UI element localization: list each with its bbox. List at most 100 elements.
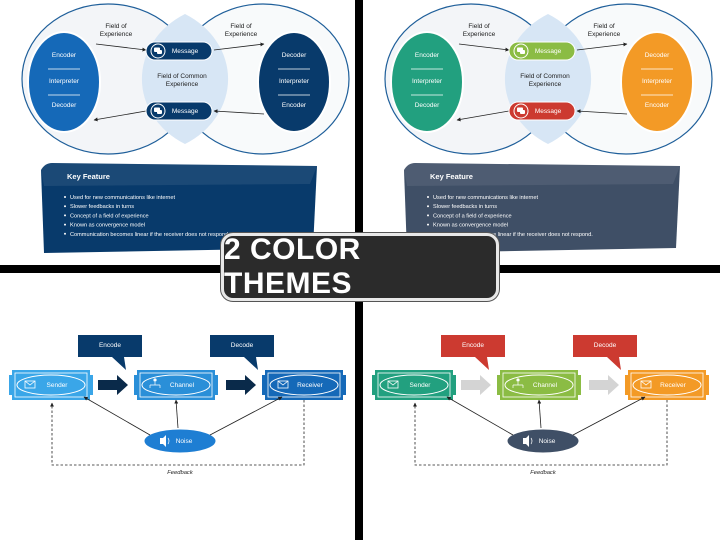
decode-callout-tail [244, 357, 258, 370]
network-icon [516, 378, 520, 382]
chat-bubble-shape [157, 50, 162, 54]
envelope-icon-flap [640, 380, 652, 386]
key-feature-bullet: Communication becomes linear if the rece… [433, 232, 593, 238]
node-frame-inner [14, 372, 88, 398]
node-frame-notch [372, 375, 375, 395]
field-left-line2: Experience [100, 31, 133, 38]
right-item-label: Interpreter [642, 78, 673, 85]
key-feature-panel [404, 163, 680, 253]
bullet-dot [64, 196, 66, 198]
node-frame-notch [625, 375, 628, 395]
arrow-message-to-decoder-return [456, 110, 510, 122]
noise-label: Noise [539, 438, 556, 445]
key-feature-panel-sheen [404, 163, 680, 186]
envelope-icon [387, 380, 399, 389]
noise-arrow-channel [537, 399, 542, 429]
node-frame-notch [497, 375, 500, 395]
bullet-dot [427, 223, 429, 226]
noise-node [506, 428, 580, 454]
key-feature-title: Key Feature [67, 172, 110, 181]
key-feature-bullet: Known as convergence model [70, 223, 145, 229]
flow-arrow-sender-channel [98, 375, 128, 395]
receiver-node-label: Receiver [660, 382, 686, 389]
encode-callout-tail [112, 357, 126, 370]
receiver-node [269, 374, 339, 396]
right-item-label: Encoder [282, 102, 307, 109]
sender-node-label: Sender [410, 382, 432, 389]
feedback-loop [413, 400, 668, 466]
arrow-message-to-decoder [576, 42, 628, 51]
field-right-line2: Experience [588, 31, 621, 38]
encode-callout-label: Encode [99, 342, 121, 349]
feedback-label: Feedback [530, 470, 557, 476]
key-feature-bullet: Concept of a field of experience [433, 213, 512, 219]
network-icon [153, 378, 157, 382]
envelope-icon [24, 380, 36, 389]
arrow-message-to-decoder [213, 42, 265, 51]
node-frame-notch [453, 375, 456, 395]
channel-node [504, 374, 574, 396]
feedback-loop [50, 400, 305, 466]
flow-arrow-sender-channel [461, 375, 491, 395]
node-frame-inner [139, 372, 213, 398]
field-right-line1: Field of [593, 23, 615, 30]
encoder-circle [390, 31, 464, 133]
sender-node [379, 374, 449, 396]
bullet-dot [427, 205, 429, 208]
node-frame-inner [377, 372, 451, 398]
network-icon-lines [512, 382, 524, 388]
field-right-line2: Experience [225, 31, 258, 38]
node-frame-notch [90, 375, 93, 395]
field-left-line1: Field of [468, 23, 490, 30]
bullet-dot [64, 205, 66, 208]
color-themes-banner: 2 COLOR THEMES [221, 233, 499, 301]
key-feature-bullet: Known as convergence model [433, 223, 508, 229]
noise-arrow-channel [174, 399, 179, 429]
left-item-label: Encoder [415, 52, 440, 59]
message-label: Message [535, 48, 562, 55]
feedback-label: Feedback [167, 470, 194, 476]
key-feature-panel [41, 163, 317, 253]
right-item-label: Interpreter [279, 78, 310, 85]
encode-callout [78, 335, 142, 357]
message-label: Message [535, 108, 562, 115]
key-feature-bullet: Used for new communications like interne… [70, 195, 176, 201]
node-frame-inner [267, 372, 341, 398]
sender-node [16, 374, 86, 396]
common-field-line1: Field of Common [157, 73, 207, 80]
key-feature-bullet: Used for new communications like interne… [433, 195, 539, 201]
noise-arrow-sender [446, 396, 514, 436]
speaker-icon-wave [530, 437, 533, 445]
key-feature-bullet: Slower feedbacks in turns [70, 204, 134, 210]
decode-callout [573, 335, 637, 357]
node-frame-inner [502, 372, 576, 398]
decoder-circle [620, 31, 694, 133]
node-frame-inner [630, 372, 704, 398]
encoder-circle [27, 31, 101, 133]
banner-text: 2 COLOR THEMES [224, 233, 361, 300]
arrow-encoder-to-message [458, 43, 510, 52]
chat-bubble-shape [520, 50, 525, 54]
encode-callout-tail [475, 357, 489, 370]
bullet-dot [64, 223, 66, 226]
field-right-line1: Field of [230, 23, 252, 30]
arrow-message-to-decoder-return [93, 110, 147, 122]
right-item-label: Decoder [282, 52, 307, 59]
decode-callout-label: Decode [594, 342, 617, 349]
noise-label: Noise [176, 438, 193, 445]
node-frame-notch [215, 375, 218, 395]
arrow-encoder-to-message-return [213, 109, 265, 115]
speaker-icon-wave [167, 437, 170, 445]
left-item-label: Decoder [52, 102, 77, 109]
receiver-node [632, 374, 702, 396]
channel-node [141, 374, 211, 396]
node-frame-notch [706, 375, 709, 395]
node-frame-notch [9, 375, 12, 395]
noise-arrow-sender [83, 396, 151, 436]
